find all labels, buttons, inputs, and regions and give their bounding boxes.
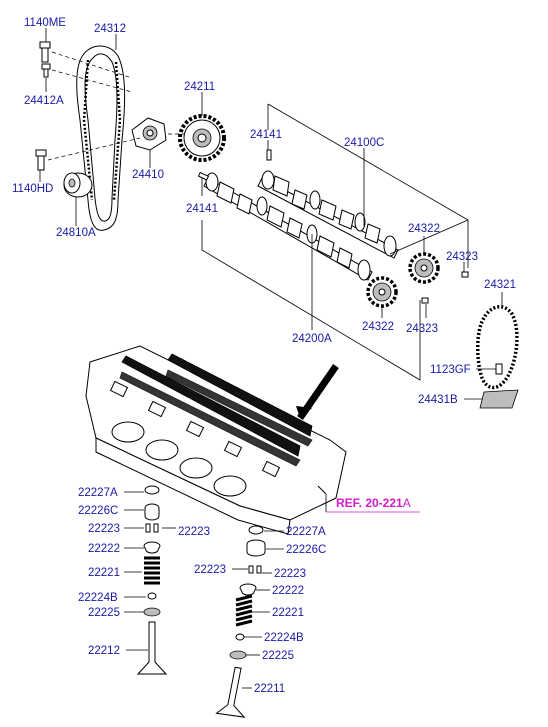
label-22221-right[interactable]: 22221 [272, 607, 304, 619]
label-1140me[interactable]: 1140ME [24, 17, 66, 29]
label-22227a-right[interactable]: 22227A [286, 526, 326, 538]
label-22221-left[interactable]: 22221 [88, 567, 120, 579]
valve-parts-left [136, 485, 168, 675]
label-22226c-right[interactable]: 22226C [286, 544, 326, 556]
label-24200a[interactable]: 24200A [292, 333, 332, 345]
bolt-24412a [41, 63, 51, 78]
label-22223-left-a[interactable]: 22223 [88, 523, 120, 535]
part-labels: 1140ME 24312 24412A 24211 24410 1140HD 2… [12, 17, 516, 695]
valve-parts-right [215, 525, 266, 718]
label-22224b-left[interactable]: 22224B [78, 592, 118, 604]
camshaft-sprocket-24211 [178, 114, 226, 162]
label-22222-right[interactable]: 22222 [272, 585, 304, 597]
camshaft-24200a [203, 172, 373, 281]
bolt-1140hd [35, 149, 47, 171]
reference-suffix: A [403, 496, 411, 510]
label-24412a[interactable]: 24412A [24, 95, 64, 107]
leader-lines [39, 28, 503, 689]
reference-prefix: REF. 20-221 [336, 496, 403, 510]
chain-24321 [476, 305, 519, 390]
label-24410[interactable]: 24410 [132, 169, 164, 181]
reference-link[interactable]: REF. 20-221A [336, 496, 411, 510]
label-24312[interactable]: 24312 [94, 23, 126, 35]
label-1140hd[interactable]: 1140HD [12, 183, 53, 195]
label-22211[interactable]: 22211 [254, 683, 285, 695]
label-24322-upper[interactable]: 24322 [408, 223, 440, 235]
label-24211[interactable]: 24211 [184, 81, 215, 93]
camshaft-group-frame [201, 103, 469, 381]
idler-pulley-24810a [63, 172, 93, 198]
bolt-24323 [421, 271, 469, 304]
tensioner-24410 [131, 117, 167, 151]
label-22226c-left[interactable]: 22226C [78, 505, 118, 517]
label-22212[interactable]: 22212 [88, 645, 120, 657]
label-22225-right[interactable]: 22225 [262, 650, 294, 662]
label-1123gf[interactable]: 1123GF [430, 364, 471, 376]
label-24323-upper[interactable]: 24323 [446, 251, 478, 263]
label-22222-left[interactable]: 22222 [88, 543, 120, 555]
label-24810a[interactable]: 24810A [56, 227, 96, 239]
label-24322-lower[interactable]: 24322 [362, 321, 394, 333]
label-24321[interactable]: 24321 [484, 279, 516, 291]
label-24100c[interactable]: 24100C [344, 137, 384, 149]
bolt-1140me [39, 41, 51, 63]
label-22223-right-b[interactable]: 22223 [274, 568, 306, 580]
label-22223-left-b[interactable]: 22223 [178, 526, 210, 538]
label-22225-left[interactable]: 22225 [88, 607, 120, 619]
guide-lines [47, 51, 185, 161]
pin-24141-lower [197, 171, 210, 181]
cam-sprocket-24322-upper [408, 252, 440, 284]
label-24323-lower[interactable]: 24323 [406, 323, 438, 335]
label-24141-upper[interactable]: 24141 [250, 129, 282, 141]
label-24431b[interactable]: 24431B [418, 394, 458, 406]
label-22223-right-a[interactable]: 22223 [194, 564, 226, 576]
timing-belt[interactable] [76, 45, 126, 231]
label-22224b-right[interactable]: 22224B [264, 632, 304, 644]
cylinder-head [85, 345, 347, 535]
pin-24141-upper [266, 149, 272, 161]
label-24141-lower[interactable]: 24141 [186, 203, 218, 215]
label-22227a-left[interactable]: 22227A [78, 487, 118, 499]
camshaft-24100c [257, 170, 399, 259]
cam-sprocket-24322-lower [366, 276, 398, 308]
